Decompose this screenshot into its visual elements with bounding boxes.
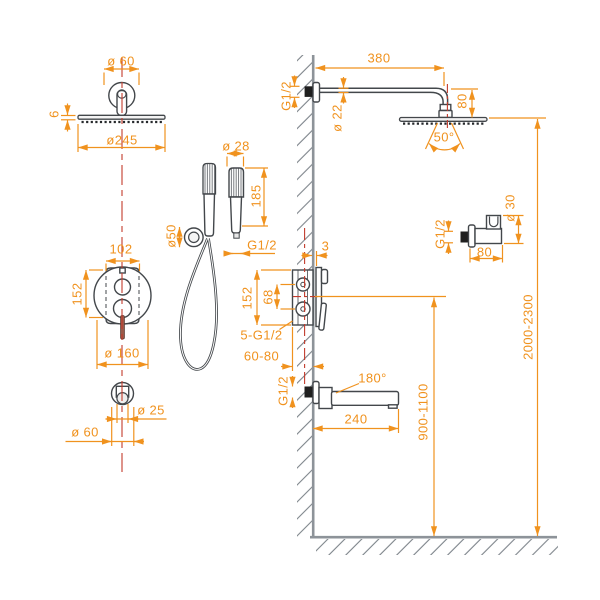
dim-overhead-plate-thickness: 6 — [46, 110, 62, 118]
dim-spout-length: 240 — [344, 411, 368, 427]
dim-arm-length: 380 — [367, 50, 391, 65]
dim-spout-thread: G1/2 — [275, 375, 290, 406]
dim-spout-swivel-angle: 180° — [358, 370, 387, 386]
dim-overhead-arm-diameter: ø 60 — [107, 53, 135, 69]
hand-shower-views — [179, 162, 245, 371]
dimension-lines — [61, 64, 546, 536]
dim-mixer-side-height: 152 — [239, 286, 255, 309]
dim-holder-thread: G1/2 — [432, 218, 447, 249]
mixer-side-view — [291, 266, 329, 331]
dim-overhead-head-diameter: ø245 — [106, 132, 138, 148]
dim-mixer-plate-gap: 3 — [321, 238, 330, 253]
dim-mixer-width: 102 — [109, 241, 133, 256]
dim-arm-thread: G1/2 — [278, 80, 293, 111]
dim-spout-escutcheon: ø 60 — [71, 424, 99, 439]
dim-mixer-install-depth: 60-80 — [243, 348, 280, 364]
dim-holder-length: 80 — [476, 244, 493, 260]
dim-head-install-height: 2000-2300 — [520, 294, 535, 360]
dim-head-drop: 80 — [454, 92, 469, 109]
dim-holder-cup-diameter: ø 30 — [502, 193, 517, 222]
dim-handshower-diameter: ø 28 — [222, 138, 250, 154]
shower-arm-side-view — [304, 81, 488, 125]
dim-spray-angle: 50° — [433, 129, 455, 144]
dim-arm-diameter: ø 22 — [329, 103, 344, 132]
dim-spout-pipe-diameter: ø 25 — [137, 402, 165, 418]
dim-mixer-height: 152 — [69, 282, 84, 306]
dim-holder-ring-diameter: ø50 — [163, 224, 179, 248]
dim-mixer-port-spacing: 68 — [260, 288, 275, 305]
spout-side-view — [304, 380, 400, 410]
dim-mixer-trim-diameter: ø 160 — [104, 345, 140, 361]
dim-handshower-length: 185 — [248, 184, 264, 208]
dim-spout-install-height: 900-1100 — [415, 383, 430, 441]
dim-mixer-connections: 5-G1/2 — [240, 327, 283, 342]
dim-handshower-thread: G1/2 — [247, 237, 277, 253]
hand-shower-holder-view — [460, 214, 503, 248]
